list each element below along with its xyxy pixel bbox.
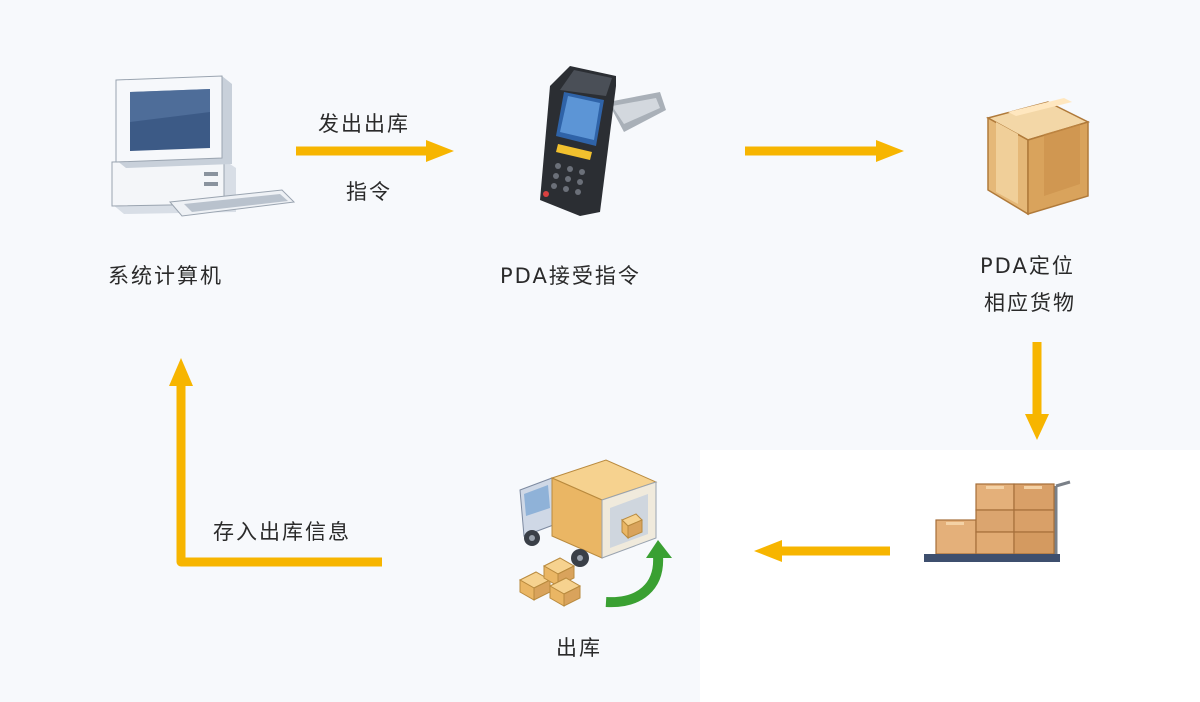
delivery-truck-icon: [518, 459, 672, 608]
cardboard-box-icon: [986, 98, 1091, 216]
handheld-pda-scanner-icon: [540, 66, 666, 216]
edge-label-send-command-line1: 发出出库: [318, 112, 410, 136]
edge-label-send-command-line2: 指令: [346, 180, 392, 204]
desktop-computer-icon: [111, 75, 296, 217]
node-label-outbound: 出库: [556, 636, 602, 660]
edge-label-store-info: 存入出库信息: [213, 520, 351, 544]
node-label-computer: 系统计算机: [108, 264, 223, 288]
node-label-locate-line1: PDA定位: [980, 254, 1075, 278]
node-label-pda: PDA接受指令: [500, 264, 641, 288]
node-label-locate-line2: 相应货物: [984, 291, 1076, 315]
background-panel: [700, 450, 1200, 702]
boxes-on-pallet-icon: [924, 480, 1071, 562]
